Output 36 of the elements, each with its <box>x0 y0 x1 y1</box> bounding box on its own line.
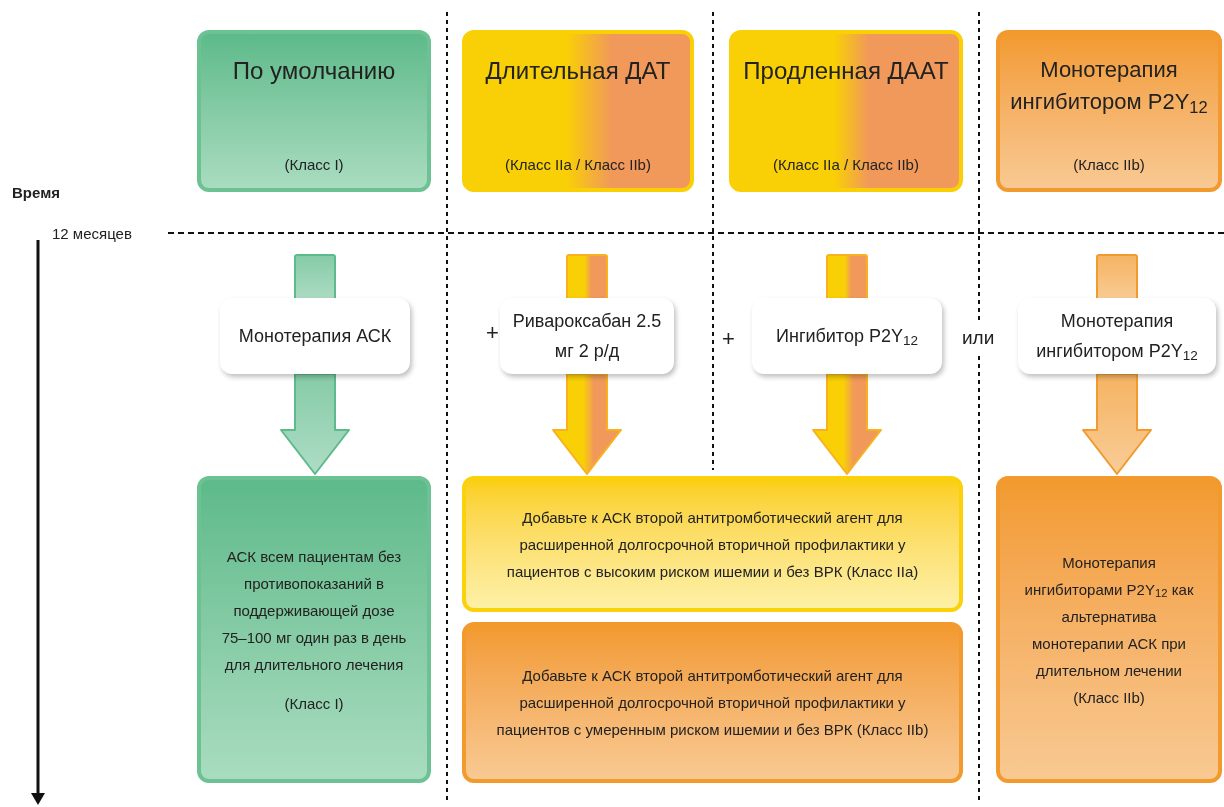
recommendation-box <box>197 476 431 783</box>
connector-word: или <box>962 324 995 353</box>
class-label: (Класс I) <box>284 154 344 175</box>
node-text: Монотерапия ингибитором P2Y$_{12}$ <box>1035 310 1199 366</box>
drug-label <box>1018 298 1216 374</box>
block-arrow <box>812 373 882 475</box>
strategy-title: Продленная ДААТ <box>743 56 949 86</box>
plus-sign: + <box>486 319 499 347</box>
header-box <box>996 30 1222 192</box>
class-label: (Класс IIa / Класс IIb) <box>773 154 919 175</box>
class-label: (Класс I) <box>284 693 344 714</box>
block-arrow <box>1082 373 1152 475</box>
plus-sign: + <box>722 325 735 353</box>
header-box <box>462 30 694 192</box>
class-label: (Класс IIa / Класс IIb) <box>505 154 651 175</box>
node-text: Монотерапия АСК <box>238 325 392 348</box>
node-text: Добавьте к АСК второй антитромботический агент для расширенной долгосрочной вторичной профилактики у пациентов с высоким риском ишемии и без ВРК (Класс IIa) <box>505 507 920 582</box>
node-text: АСК всем пациентам без противопоказаний в поддерживающей дозе 75–100 мг один раз в день для длительного лечения <box>221 546 407 675</box>
header-box <box>729 30 963 192</box>
strategy-title: Длительная ДАТ <box>485 56 671 86</box>
drug-label <box>220 298 410 374</box>
recommendation-box <box>996 476 1222 783</box>
node-text: Ривароксабан 2.5 мг 2 р/д <box>511 310 663 363</box>
strategy-title: Монотерапия ингибитором P2Y$_{12}$ <box>1009 56 1209 118</box>
class-label: (Класс IIb) <box>1073 154 1145 175</box>
recommendation-box <box>462 622 963 783</box>
node-text: Монотерапия ингибиторами P2Y$_{12}$ как альтернатива монотерапии АСК при длительном лечении (Класс IIb) <box>1023 552 1195 708</box>
drug-label <box>752 298 942 374</box>
block-arrow <box>552 373 622 475</box>
block-arrow <box>280 373 350 475</box>
node-text: Ингибитор P2Y$_{12}$ <box>776 325 918 351</box>
recommendation-box <box>462 476 963 612</box>
node-text: Добавьте к АСК второй антитромботический агент для расширенной долгосрочной вторичной профилактики у пациентов с умеренным риском ишемии и без ВРК (Класс IIb) <box>495 666 930 740</box>
strategy-title: По умолчанию <box>232 56 396 86</box>
drug-label <box>500 298 674 374</box>
header-box <box>197 30 431 192</box>
